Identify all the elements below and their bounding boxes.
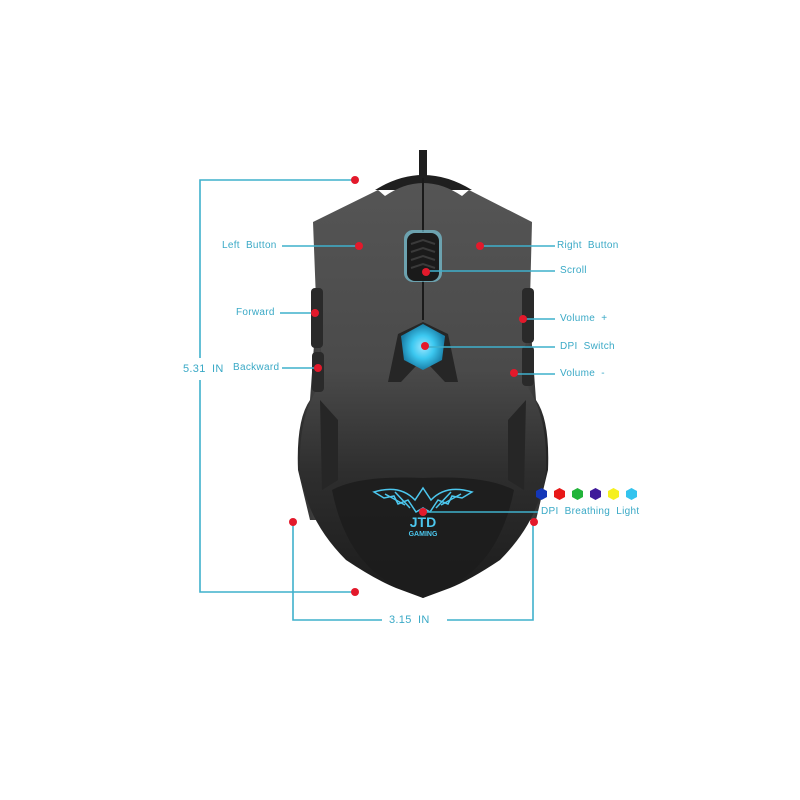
callout-scroll: Scroll	[560, 265, 587, 276]
callout-left-button: Left Button	[222, 240, 277, 251]
hexagon-blue-icon	[536, 488, 547, 500]
dimension-length: 5.31 IN	[183, 363, 224, 375]
dimension-width: 3.15 IN	[389, 614, 430, 626]
hexagon-cyan-icon	[626, 488, 637, 500]
callout-dpi-breathing-light: DPI Breathing Light	[541, 506, 640, 517]
mouse-cable	[419, 150, 427, 182]
callout-forward: Forward	[236, 307, 275, 318]
hexagon-green-icon	[572, 488, 583, 500]
hexagon-purple-icon	[590, 488, 601, 500]
callout-backward: Backward	[233, 362, 280, 373]
hexagon-yellow-icon	[608, 488, 619, 500]
brand-subname: GAMING	[409, 531, 438, 538]
brand-name: JTD	[410, 514, 436, 530]
dpi-color-swatches	[536, 488, 637, 500]
callout-right-button: Right Button	[557, 240, 619, 251]
hexagon-red-icon	[554, 488, 565, 500]
callout-markers	[289, 176, 538, 596]
callout-volume-up: Volume +	[560, 313, 608, 324]
callout-volume-down: Volume -	[560, 368, 605, 379]
callout-dpi-switch: DPI Switch	[560, 341, 615, 352]
mouse-body	[297, 175, 549, 598]
callout-lines	[199, 179, 555, 621]
scroll-wheel	[404, 230, 442, 282]
